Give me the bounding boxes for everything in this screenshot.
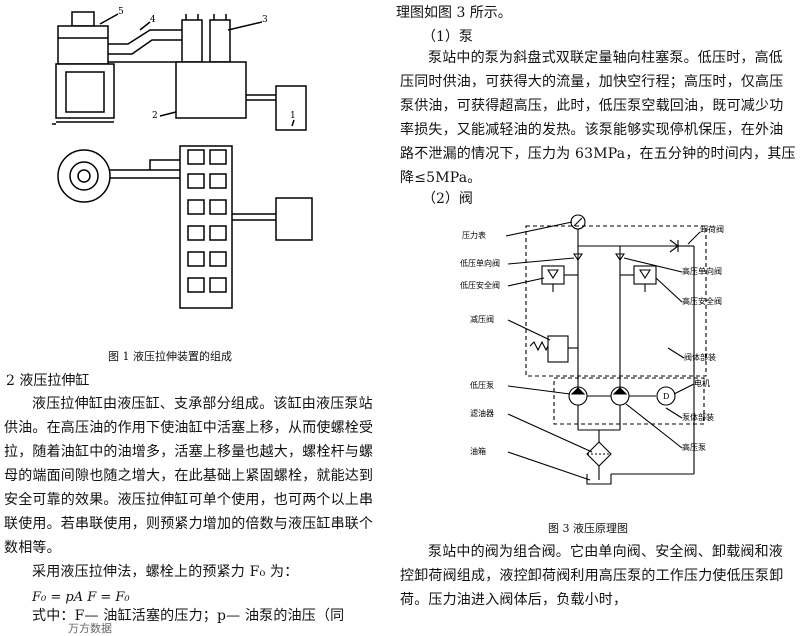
fig3-label-valve-block: 阀体部装	[684, 352, 716, 362]
continued-line: 理图如图 3 所示。	[396, 5, 512, 21]
formula-intro: 采用液压拉伸法，螺栓上的预紧力 F₀ 为：	[4, 560, 386, 584]
formula-intro-text: 采用液压拉伸法，螺栓上的预紧力 F₀ 为：	[32, 564, 299, 580]
section-2-title: 2 液压拉伸缸	[6, 373, 90, 389]
formula-note: 式中：F— 油缸活塞的压力；p— 油泵的油压（同	[4, 604, 386, 628]
fig3-label-lp-safety: 低压安全阀	[460, 280, 500, 290]
fig1-label-2: 2	[152, 111, 158, 121]
figure-1-caption: 图 1 液压拉伸装置的组成	[108, 350, 232, 363]
fig1-label-1: 1	[290, 111, 296, 121]
left-column: 5 4 3 2 1 图 1 液压拉伸装置的组成 2 液压拉伸缸 液压拉伸缸由液压…	[0, 0, 392, 635]
right-column: 理图如图 3 所示。 （1）泵 泵站中的泵为斜盘式双联定量轴向柱塞泵。低压时，高…	[396, 0, 808, 632]
fig3-label-reducer: 减压阀	[470, 314, 494, 324]
fig3-label-gauge: 压力表	[462, 230, 486, 240]
section-valve-text: 泵站中的阀为组合阀。它由单向阀、安全阀、卸载阀和液控卸荷阀组成，液控卸荷阀利用高…	[400, 544, 784, 608]
section-pump-text: 泵站中的泵为斜盘式双联定量轴向柱塞泵。低压时，高低压同时供油，可获得大的流量，加…	[400, 50, 796, 186]
fig3-label-hp-check: 高压单向阀	[682, 266, 722, 276]
fig3-motor-symbol: D	[663, 392, 669, 401]
section-2-text: 液压拉伸缸由液压缸、支承部分组成。该缸由液压泵站供油。在高压油的作用下使油缸中活…	[4, 396, 374, 556]
fig3-label-filter: 滤油器	[470, 408, 494, 418]
watermark: 万方数据	[68, 622, 112, 635]
section-pump-title: （1）泵	[422, 29, 473, 45]
section-2-body: 液压拉伸缸由液压缸、支承部分组成。该缸由液压泵站供油。在高压油的作用下使油缸中活…	[4, 392, 386, 560]
fig3-label-motor: 电机	[694, 378, 710, 388]
fig1-label-3: 3	[262, 15, 268, 25]
fig1-label-5: 5	[118, 7, 124, 17]
fig3-label-hp-pump: 高压泵	[682, 442, 706, 452]
fig3-label-lp-check: 低压单向阀	[460, 258, 500, 268]
formula: F₀ = pA F = F₀	[32, 590, 130, 605]
fig3-label-unload: 卸荷阀	[700, 224, 724, 234]
fig3-label-lp-pump: 低压泵	[470, 380, 494, 390]
figure-1-device-diagram: 5 4 3 2 1	[52, 7, 313, 309]
section-pump-body: 泵站中的泵为斜盘式双联定量轴向柱塞泵。低压时，高低压同时供油，可获得大的流量，加…	[400, 46, 796, 190]
fig1-label-4: 4	[150, 15, 156, 25]
section-valve-body: 泵站中的阀为组合阀。它由单向阀、安全阀、卸载阀和液控卸荷阀组成，液控卸荷阀利用高…	[400, 540, 796, 612]
formula-note-text: 式中：F— 油缸活塞的压力；p— 油泵的油压（同	[32, 608, 345, 624]
figure-3-hydraulic-schematic: 压力表 卸荷阀 低压单向阀 低压安全阀 高压单向阀 高压安全阀 减压阀 阀体部装…	[460, 214, 724, 485]
section-valve-title: （2）阀	[422, 191, 473, 207]
fig3-label-pump-block: 泵体部装	[682, 412, 714, 422]
fig3-label-tank: 油箱	[470, 446, 486, 456]
figure-3-caption: 图 3 液压原理图	[548, 522, 628, 535]
fig3-label-hp-safety: 高压安全阀	[682, 296, 722, 306]
